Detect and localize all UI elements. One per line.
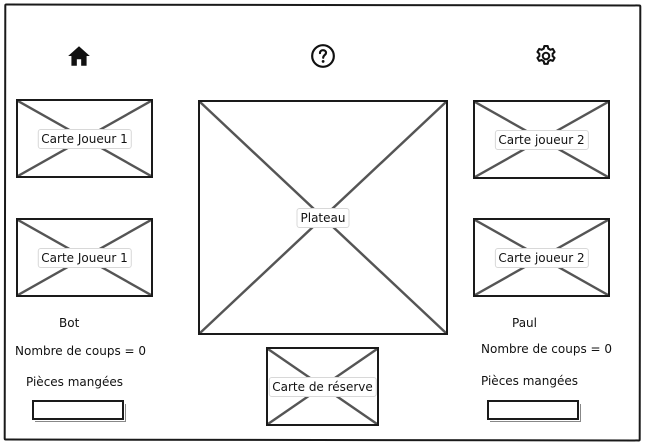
player1-moves-count: Nombre de coups = 0 [15,344,147,358]
reserve-card[interactable]: Carte de réserve [266,347,379,426]
player2-card-bottom-label: Carte joueur 2 [494,247,589,268]
reserve-card-label: Carte de réserve [268,376,377,397]
home-icon[interactable] [66,43,92,69]
player1-card-bottom-label: Carte Joueur 1 [37,247,132,268]
player1-card-top-label: Carte Joueur 1 [37,128,132,149]
game-board[interactable]: Plateau [198,100,448,335]
player2-card-bottom[interactable]: Carte joueur 2 [473,218,610,297]
game-board-label: Plateau [296,207,350,228]
gear-icon[interactable] [533,43,559,69]
player1-name: Bot [59,316,80,330]
player2-moves-count: Nombre de coups = 0 [481,342,613,356]
player2-name: Paul [512,316,537,330]
player1-captured-field[interactable] [32,400,126,422]
player1-card-bottom[interactable]: Carte Joueur 1 [16,218,153,297]
player1-captured-label: Pièces mangées [26,375,124,389]
help-icon[interactable] [310,43,336,69]
player2-card-top[interactable]: Carte joueur 2 [473,100,610,179]
player2-captured-field[interactable] [487,400,581,422]
player2-captured-label: Pièces mangées [481,374,579,388]
player1-card-top[interactable]: Carte Joueur 1 [16,99,153,178]
player2-card-top-label: Carte joueur 2 [494,129,589,150]
